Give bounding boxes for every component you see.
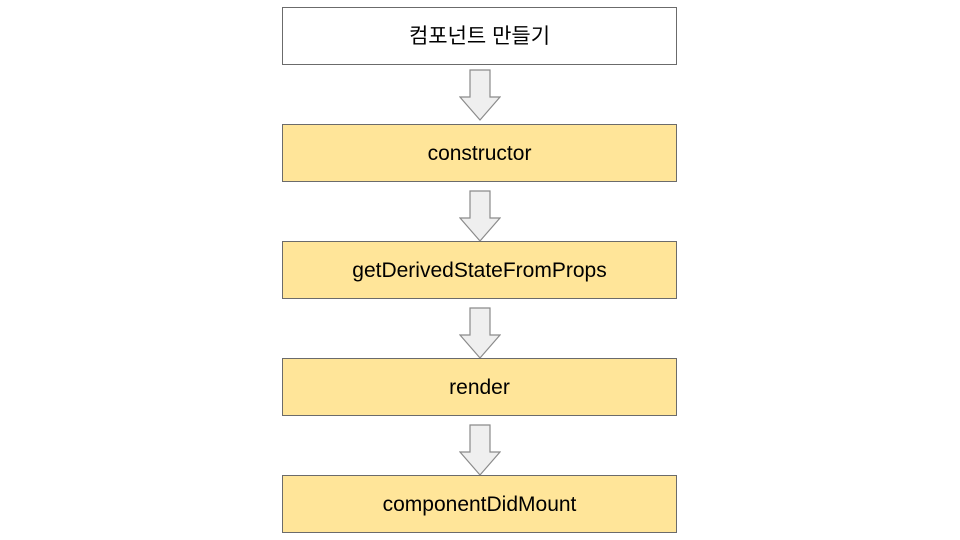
down-arrow-icon <box>459 69 501 121</box>
step-label: constructor <box>427 141 532 165</box>
step-render: render <box>282 358 677 416</box>
step-label: 컴포넌트 만들기 <box>408 24 551 48</box>
step-constructor: constructor <box>282 124 677 182</box>
down-arrow-icon <box>459 424 501 476</box>
step-component-did-mount: componentDidMount <box>282 475 677 533</box>
step-create-component: 컴포넌트 만들기 <box>282 7 677 65</box>
down-arrow-icon <box>459 190 501 242</box>
step-label: getDerivedStateFromProps <box>352 258 607 282</box>
step-get-derived-state-from-props: getDerivedStateFromProps <box>282 241 677 299</box>
step-label: componentDidMount <box>382 492 577 516</box>
step-label: render <box>449 375 510 399</box>
down-arrow-icon <box>459 307 501 359</box>
